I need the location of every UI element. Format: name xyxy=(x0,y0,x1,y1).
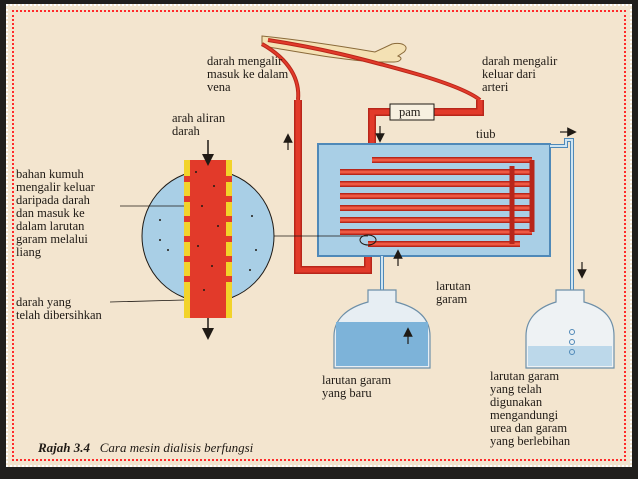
figure-caption-number: Rajah 3.4 xyxy=(38,440,91,455)
label-new-solution-line1: larutan garam xyxy=(322,373,392,387)
label-new-solution: larutan garam yang baru xyxy=(322,374,391,400)
page-border xyxy=(12,10,626,461)
outflow-tube xyxy=(550,138,574,320)
label-used-solution-line6: yang berlebihan xyxy=(490,434,571,448)
blood-tubes-from-arm xyxy=(261,38,482,102)
dialysis-chamber xyxy=(317,143,551,257)
label-artery-out: darah mengalir keluar dari arteri xyxy=(482,55,557,94)
label-artery-out-line3: arteri xyxy=(482,80,509,94)
label-used-solution: larutan garam yang telah digunakan menga… xyxy=(490,370,570,448)
label-tube: tiub xyxy=(476,127,496,141)
label-pump: pam xyxy=(399,105,421,119)
label-vein-in-line1: darah mengalir xyxy=(207,54,283,68)
label-salt-solution-line1: larutan xyxy=(436,279,471,293)
label-blood-flow: arah aliran darah xyxy=(172,112,225,138)
label-blood-flow-line1: arah aliran xyxy=(172,111,226,125)
membrane-detail xyxy=(141,140,368,340)
label-used-solution-line2: yang telah xyxy=(490,382,542,396)
label-waste-line6: garam melalui xyxy=(16,232,88,246)
arm xyxy=(261,35,407,63)
used-solution-bottle xyxy=(525,289,615,369)
figure-caption-text: Cara mesin dialisis berfungsi xyxy=(99,440,254,455)
label-used-solution-line5: urea dan garam xyxy=(490,421,568,435)
label-waste-line1: bahan kumuh xyxy=(16,167,84,181)
label-used-solution-line4: mengandungi xyxy=(490,408,559,422)
label-used-solution-line3: digunakan xyxy=(490,395,543,409)
direction-arrows xyxy=(283,126,587,344)
label-waste-line4: dan masuk ke xyxy=(16,206,85,220)
label-used-solution-line1: larutan garam xyxy=(490,369,560,383)
label-waste-line2: mengalir keluar xyxy=(16,180,95,194)
label-new-solution-line2: yang baru xyxy=(322,386,372,400)
figure-caption: Rajah 3.4 Cara mesin dialisis berfungsi xyxy=(38,440,253,456)
label-vein-in: darah mengalir masuk ke dalam vena xyxy=(207,55,288,94)
label-waste-line5: dalam larutan xyxy=(16,219,85,233)
label-blood-flow-line2: darah xyxy=(172,124,200,138)
leader-lines xyxy=(109,205,185,303)
label-vein-in-line2: masuk ke dalam xyxy=(207,67,289,81)
label-clean-blood: darah yang telah dibersihkan xyxy=(16,296,102,322)
label-salt-solution-line2: garam xyxy=(436,292,468,306)
label-artery-out-line1: darah mengalir xyxy=(482,54,558,68)
label-vein-in-line3: vena xyxy=(207,80,231,94)
pump xyxy=(389,103,435,121)
label-artery-out-line2: keluar dari xyxy=(482,67,536,81)
label-waste: bahan kumuh mengalir keluar daripada dar… xyxy=(16,168,95,259)
label-clean-blood-line1: darah yang xyxy=(16,295,72,309)
label-clean-blood-line2: telah dibersihkan xyxy=(16,308,102,322)
label-waste-line7: liang xyxy=(16,245,41,259)
label-salt-solution: larutan garam xyxy=(436,280,471,306)
fresh-solution-bottle xyxy=(333,289,431,369)
label-waste-line3: daripada darah xyxy=(16,193,90,207)
